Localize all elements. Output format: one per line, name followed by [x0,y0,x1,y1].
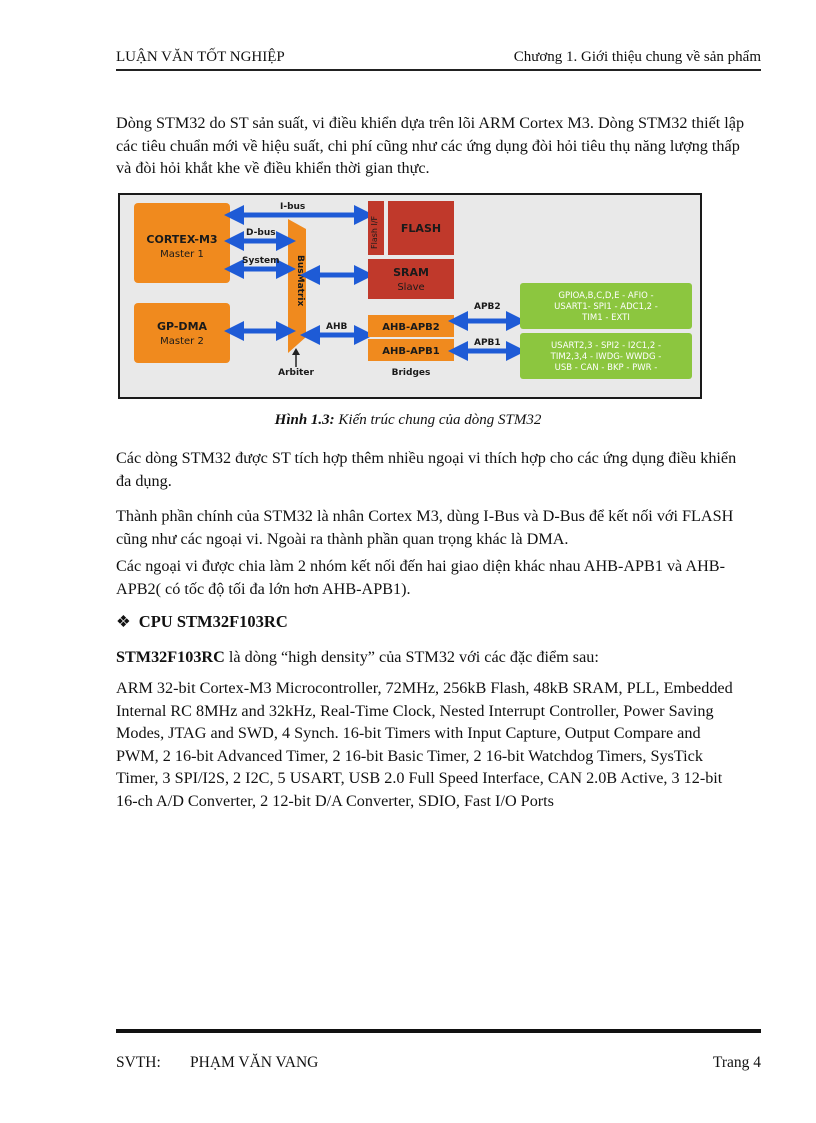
flash-block [388,201,454,255]
ahb-label: AHB [326,322,347,332]
figure-caption: Hình 1.3: Kiến trúc chung của dòng STM32 [116,412,700,429]
section-heading: ❖ CPU STM32F103RC [116,612,288,632]
header-chapter-title: Chương 1. Giới thiệu chung về sản phẩm [513,49,761,65]
footer-svth-label: SVTH: [116,1054,161,1071]
busmatrix-label: BusMatrix [295,255,305,306]
ibus-label: I-bus [280,202,305,212]
apb2-periph-line1: GPIOA,B,C,D,E - AFIO - [558,291,653,301]
arbiter-label: Arbiter [278,368,314,378]
cortex-sub: Master 1 [160,249,204,260]
footer-student-name: PHẠM VĂN VANG [190,1054,319,1071]
dbus-label: D-bus [246,228,276,238]
heading-text: CPU STM32F103RC [138,612,288,631]
paragraph-features-text: ARM 32-bit Cortex-M3 Microcontroller, 72… [116,679,733,810]
paragraph-groups-text: Các ngoại vi được chia làm 2 nhóm kết nố… [116,557,725,598]
dma-title: GP-DMA [157,320,208,333]
paragraph-peripherals: Các dòng STM32 được ST tích hợp thêm nhi… [116,447,746,492]
dma-sub: Master 2 [160,336,204,347]
caption-text: Kiến trúc chung của dòng STM32 [334,412,542,428]
paragraph-peripherals-text: Các dòng STM32 được ST tích hợp thêm nhi… [116,449,737,490]
footer-divider [116,1029,761,1033]
intro-text: Dòng STM32 do ST sản suất, vi điều khiển… [116,114,745,177]
apb1-peripherals-block [520,333,692,379]
footer-page-number: Trang 4 [712,1054,761,1071]
paragraph-features: ARM 32-bit Cortex-M3 Microcontroller, 72… [116,677,741,812]
ahb-apb1-label: AHB-APB1 [382,346,440,357]
stm32-architecture-diagram: CORTEX-M3 Master 1 GP-DMA Master 2 BusMa… [118,193,702,399]
ahb-apb2-label: AHB-APB2 [382,322,440,333]
density-bold: STM32F103RC [116,648,225,666]
cortex-title: CORTEX-M3 [146,233,217,246]
paragraph-core: Thành phần chính của STM32 là nhân Corte… [116,505,746,550]
intro-paragraph: Dòng STM32 do ST sản suất, vi điều khiển… [116,112,746,180]
sram-sub: Slave [397,282,424,293]
apb2-periph-line2: USART1- SPI1 - ADC1,2 - [554,302,658,312]
ahb-apb1-block [368,339,454,361]
bridges-label: Bridges [392,368,431,378]
heading-bullet-icon: ❖ [116,612,131,631]
flash-label: FLASH [401,222,441,235]
density-rest: là dòng “high density” của STM32 với các… [224,648,599,666]
paragraph-groups: Các ngoại vi được chia làm 2 nhóm kết nố… [116,555,746,600]
apb1-periph-line3: USB - CAN - BKP - PWR - [555,363,658,373]
page-header: LUẬN VĂN TỐT NGHIỆP Chương 1. Giới thiệu… [116,47,761,71]
apb1-label: APB1 [474,338,501,348]
cortex-m3-block [134,203,230,283]
paragraph-core-text: Thành phần chính của STM32 là nhân Corte… [116,507,734,548]
paragraph-density-text: STM32F103RC là dòng “high density” của S… [116,646,746,669]
apb2-label: APB2 [474,302,501,312]
busmatrix-block [288,219,306,353]
caption-label: Hình 1.3: [274,412,335,428]
diagram-svg: CORTEX-M3 Master 1 GP-DMA Master 2 BusMa… [134,201,692,379]
apb2-peripherals-block [520,283,692,329]
sram-label: SRAM [393,266,429,279]
arbiter-arrowhead [292,348,300,355]
apb1-periph-line1: USART2,3 - SPI2 - I2C1,2 - [551,341,661,351]
ahb-apb2-block [368,315,454,337]
apb2-periph-line3: TIM1 - EXTI [581,313,630,323]
paragraph-density: STM32F103RC là dòng “high density” của S… [116,646,746,669]
gp-dma-block [134,303,230,363]
flash-if-label: Flash I/F [370,215,379,249]
header-thesis-title: LUẬN VĂN TỐT NGHIỆP [116,49,285,65]
sram-block [368,259,454,299]
flash-if-block [368,201,384,255]
apb1-periph-line2: TIM2,3,4 - IWDG- WWDG - [550,352,662,362]
system-label: System [242,256,280,266]
